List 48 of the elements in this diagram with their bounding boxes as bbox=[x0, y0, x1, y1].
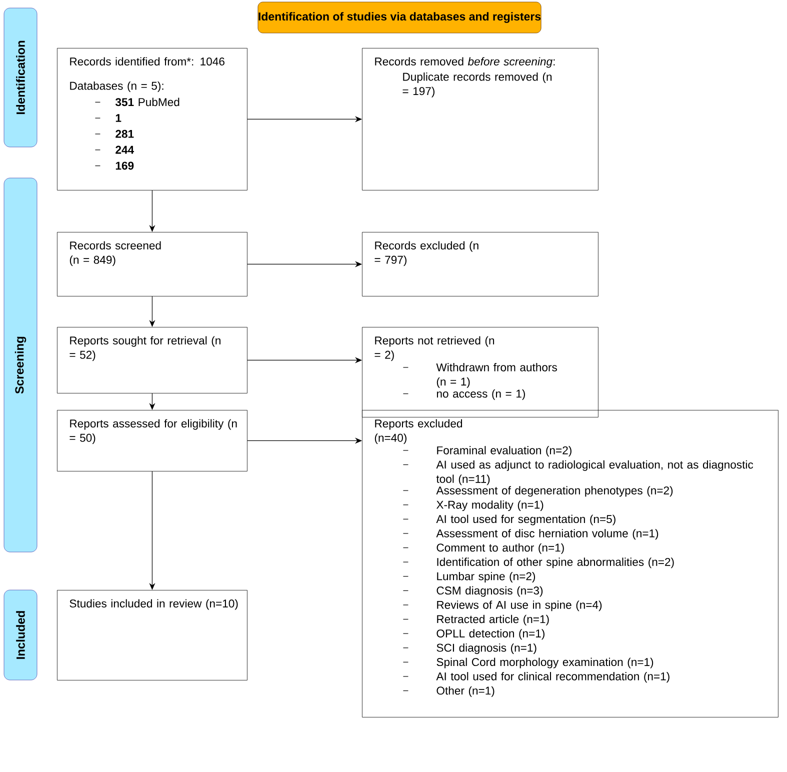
list-item: Withdrawn from authors (n = 1) bbox=[402, 363, 557, 388]
box-text: Records screened (n = 849) bbox=[70, 241, 161, 266]
list-item: Other (n=1) bbox=[402, 686, 494, 697]
list-item: no access (n = 1) bbox=[402, 389, 525, 400]
stage-band: Screening bbox=[4, 178, 38, 552]
list-item: AI used as adjunct to radiological evaluation, not as diagnostic tool (n=11) bbox=[402, 460, 754, 486]
process-box bbox=[362, 48, 598, 190]
list-item: SCI diagnosis (n=1) bbox=[402, 643, 536, 654]
process-box bbox=[57, 590, 248, 680]
list-item: CSM diagnosis (n=3) bbox=[402, 586, 543, 597]
list-item: Foraminal evaluation (n=2) bbox=[402, 446, 572, 457]
list-item: Lumbar spine (n=2) bbox=[402, 572, 536, 582]
box-text: Records excluded (n = 797) bbox=[374, 241, 478, 266]
box-text: Duplicate records removed (n = 197) bbox=[402, 72, 552, 98]
stage-band: Included bbox=[4, 590, 38, 680]
list-item: 1 bbox=[94, 114, 122, 122]
stage-band: Identification bbox=[4, 8, 38, 148]
box-text: Reports not retrieved (n = 2) bbox=[374, 336, 494, 362]
box-text: Reports excluded (n=40) bbox=[374, 419, 462, 444]
box-text: Reports assessed for eligibility (n = 50) bbox=[70, 419, 237, 444]
process-box bbox=[362, 327, 598, 418]
list-item: Assessment of degeneration phenotypes (n=2) bbox=[402, 486, 673, 497]
box-text: Reports sought for retrieval (n = 52) bbox=[70, 336, 220, 362]
list-item: Retracted article (n=1) bbox=[402, 614, 549, 626]
header-band: Identification of studies via databases and registers bbox=[258, 2, 542, 34]
list-item: Comment to author (n=1) bbox=[402, 543, 564, 554]
process-box bbox=[57, 327, 248, 394]
list-item: Spinal Cord morphology examination (n=1) bbox=[402, 658, 654, 668]
box-text: Records identified from*: 1046 bbox=[70, 57, 224, 66]
process-box bbox=[57, 232, 248, 296]
box-text: Databases (n = 5): bbox=[70, 82, 164, 92]
list-item: 244 bbox=[94, 146, 134, 154]
process-box bbox=[362, 232, 598, 296]
list-item: Reviews of AI use in spine (n=4) bbox=[402, 600, 602, 612]
box-text: Records removed before screening: bbox=[375, 57, 555, 68]
box-text: Studies included in review (n=10) bbox=[70, 599, 238, 610]
process-box bbox=[57, 48, 248, 190]
list-item: 281 bbox=[94, 130, 134, 138]
process-box bbox=[57, 410, 248, 472]
list-item: AI tool used for clinical recommendation (n=1) bbox=[402, 672, 670, 683]
list-item: X-Ray modality (n=1) bbox=[402, 500, 544, 511]
list-item: Assessment of disc herniation volume (n=1) bbox=[402, 529, 658, 540]
list-item: OPLL detection (n=1) bbox=[402, 629, 544, 640]
list-item: AI tool used for segmentation (n=5) bbox=[402, 514, 616, 526]
list-item: 169 bbox=[94, 162, 134, 170]
list-item: Identification of other spine abnormalities (n=2) bbox=[402, 558, 674, 568]
process-box bbox=[362, 410, 778, 718]
list-item: 351 PubMed bbox=[94, 98, 180, 106]
